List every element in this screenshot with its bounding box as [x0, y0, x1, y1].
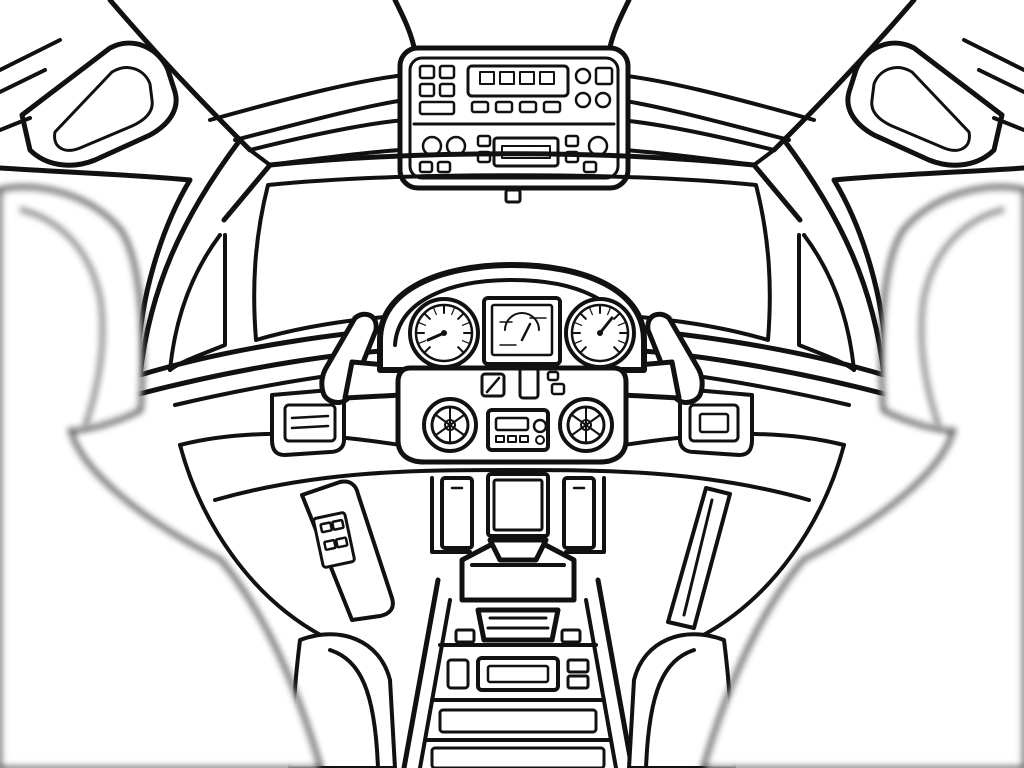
dial-icon[interactable] [594, 91, 612, 109]
seat-front-left [288, 632, 397, 768]
gauge-tick [418, 340, 427, 344]
foreground-seat-right [701, 185, 1024, 768]
console-button[interactable] [446, 658, 470, 690]
tachometer-icon [564, 297, 636, 369]
gauge-tick [579, 346, 587, 354]
switch-icon[interactable] [480, 364, 566, 400]
gauge-tick [423, 312, 431, 320]
console-button[interactable] [566, 658, 590, 674]
center-display-icon [482, 296, 562, 366]
overhead-console [397, 45, 631, 204]
gear-shifter[interactable] [475, 607, 561, 643]
air-vent-icon[interactable] [558, 397, 614, 453]
foreground-seat-left [0, 185, 323, 768]
gauge-tick [589, 307, 593, 316]
gauge-tick [461, 322, 470, 326]
overhead-button[interactable] [438, 82, 456, 98]
speedometer-icon [408, 297, 480, 369]
instrument-cluster [377, 262, 647, 373]
overhead-button[interactable] [418, 64, 436, 80]
gauge-tick [617, 340, 626, 344]
console-button[interactable] [566, 674, 590, 690]
overhead-button[interactable] [438, 64, 456, 80]
overhead-buttons-left[interactable] [418, 64, 456, 116]
door-panel-left [178, 443, 395, 642]
overhead-dials-right[interactable] [574, 66, 614, 109]
air-vent-icon[interactable] [422, 397, 478, 453]
yoke-grip-right[interactable] [645, 311, 705, 405]
gauge-tick [579, 312, 587, 320]
overhead-button[interactable] [418, 82, 436, 98]
console-screen [486, 472, 550, 538]
yoke-grip-left[interactable] [319, 311, 379, 405]
overhead-button[interactable] [594, 66, 614, 86]
grab-handle-right [845, 38, 1024, 168]
gauge-tick [574, 322, 583, 326]
gauge-tick [607, 307, 611, 316]
radio-unit[interactable] [486, 408, 550, 452]
gauge-tick [461, 340, 470, 344]
gauge-tick [613, 312, 621, 320]
seat-front-right [627, 632, 736, 768]
center-stack [395, 364, 629, 465]
gauge-tick [617, 322, 626, 326]
gauge-tick [457, 312, 465, 320]
gauge-tick [613, 346, 621, 354]
windshield [221, 151, 803, 342]
gauge-tick [451, 307, 455, 316]
grab-handle-left [0, 38, 179, 168]
gauge-tick [418, 322, 427, 326]
dial-icon[interactable] [574, 91, 592, 109]
overhead-display [466, 64, 570, 98]
lower-console [401, 472, 635, 768]
dial-icon[interactable] [574, 67, 592, 85]
gauge-tick [457, 346, 465, 354]
gauge-tick [433, 307, 437, 316]
overhead-button[interactable] [418, 100, 456, 116]
console-panel [476, 656, 560, 692]
gauge-tick [423, 346, 431, 354]
gauge-tick [574, 340, 583, 344]
door-panel-right [666, 443, 846, 642]
